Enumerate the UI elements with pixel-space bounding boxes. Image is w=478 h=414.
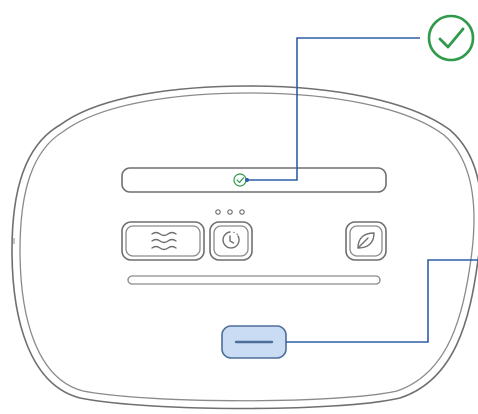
panel-divider: [127, 275, 381, 285]
eco-mode-button[interactable]: [345, 221, 387, 261]
device-body-inner: [19, 92, 475, 402]
status-display: [121, 167, 387, 193]
fan-speed-button[interactable]: [121, 221, 205, 261]
indicator-dots: [215, 209, 245, 215]
indicator-dot: [239, 209, 245, 215]
timer-icon: [222, 231, 240, 249]
timer-button[interactable]: [209, 221, 253, 261]
status-check-icon: [233, 173, 247, 187]
indicator-dot: [227, 209, 233, 215]
check-circle-icon: [427, 14, 475, 62]
bottom-button[interactable]: [221, 325, 287, 359]
button-callout-line: [286, 259, 478, 343]
leaf-icon: [357, 232, 375, 249]
status-callout-line: [247, 37, 420, 181]
indicator-dot: [215, 209, 221, 215]
status-callout-dot: [245, 178, 249, 182]
wind-icon: [151, 231, 177, 251]
device-body-outer: [11, 85, 478, 410]
